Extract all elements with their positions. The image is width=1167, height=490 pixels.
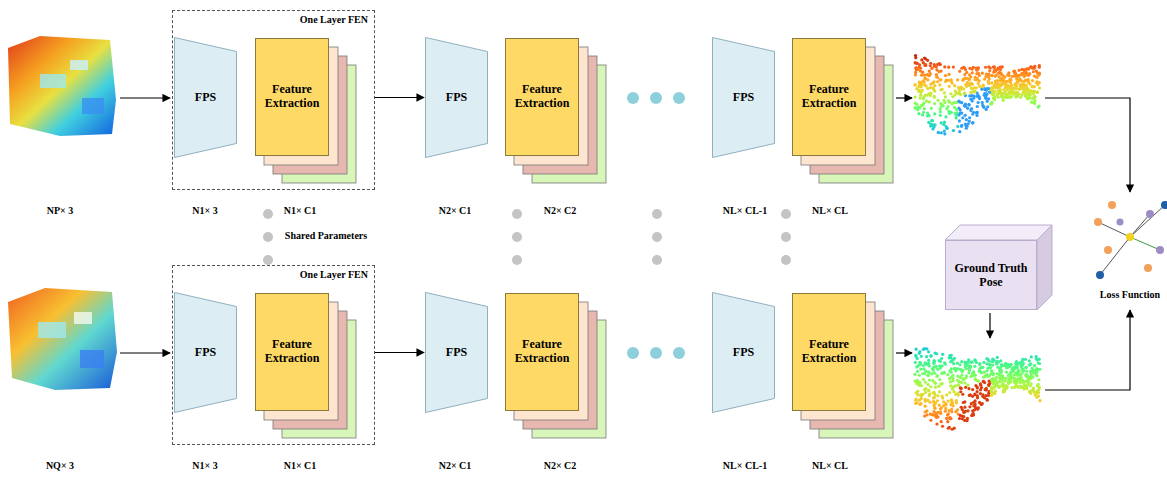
depth-image	[8, 288, 117, 390]
group-heading: One Layer FEN	[300, 14, 368, 25]
flow-arrow	[375, 97, 424, 98]
feature-extraction-box: Feature Extraction	[505, 38, 579, 156]
ground-truth-box: Ground Truth Pose	[945, 240, 1037, 310]
dimension-label: N1× 3	[192, 205, 217, 216]
fps-block: FPS	[174, 292, 237, 413]
node-label: FPS	[195, 90, 216, 105]
dimension-label: NL× CL-1	[723, 460, 767, 471]
feature-extraction-box: Feature Extraction	[255, 38, 329, 156]
shared-note: Shared Parameters	[285, 230, 367, 241]
node-label: Feature Extraction	[260, 338, 324, 366]
dimension-label: NL× CL	[812, 205, 848, 216]
dimension-label: N2× C2	[544, 460, 577, 471]
node-label: Feature Extraction	[797, 338, 861, 366]
node-label: FPS	[195, 345, 216, 360]
node-label: Feature Extraction	[510, 338, 574, 366]
loss-label: Loss Function	[1100, 289, 1160, 300]
flow-arrow	[375, 352, 424, 353]
node-label: FPS	[446, 345, 467, 360]
dimension-label: NL× CL	[812, 460, 848, 471]
layer-group-box: One Layer FEN FPS Feature Extraction	[172, 265, 375, 445]
point-cloud	[913, 54, 1041, 431]
feature-extraction-box: Feature Extraction	[505, 293, 579, 411]
loss-function-icon	[1094, 201, 1167, 279]
node-label: Feature Extraction	[260, 83, 324, 111]
ground-truth-cube	[945, 225, 1052, 310]
fps-block: FPS	[425, 37, 488, 158]
group-heading: One Layer FEN	[300, 269, 368, 280]
dimension-label: N1× C1	[284, 460, 317, 471]
dimension-label: NL× CL-1	[723, 205, 767, 216]
feature-extraction-box: Feature Extraction	[255, 293, 329, 411]
dimension-label: N2× C1	[439, 205, 472, 216]
node-label: Feature Extraction	[510, 83, 574, 111]
dimension-label: N1× C1	[284, 205, 317, 216]
dimension-label: N2× C1	[439, 460, 472, 471]
node-label: FPS	[733, 345, 754, 360]
depth-image	[8, 36, 116, 136]
feature-extraction-box: Feature Extraction	[792, 38, 866, 156]
dimension-label: NQ× 3	[46, 460, 74, 471]
fps-block: FPS	[174, 37, 237, 158]
feature-extraction-box: Feature Extraction	[792, 293, 866, 411]
dimension-label: NP× 3	[47, 205, 74, 216]
node-label: FPS	[446, 90, 467, 105]
layer-group-box: One Layer FEN FPS Feature Extraction	[172, 10, 375, 190]
node-label: Feature Extraction	[797, 83, 861, 111]
node-label: Ground Truth Pose	[950, 261, 1032, 290]
fps-block: FPS	[712, 292, 775, 413]
dimension-label: N2× C2	[544, 205, 577, 216]
dimension-label: N1× 3	[192, 460, 217, 471]
node-label: FPS	[733, 90, 754, 105]
fps-block: FPS	[712, 37, 775, 158]
fps-block: FPS	[425, 292, 488, 413]
